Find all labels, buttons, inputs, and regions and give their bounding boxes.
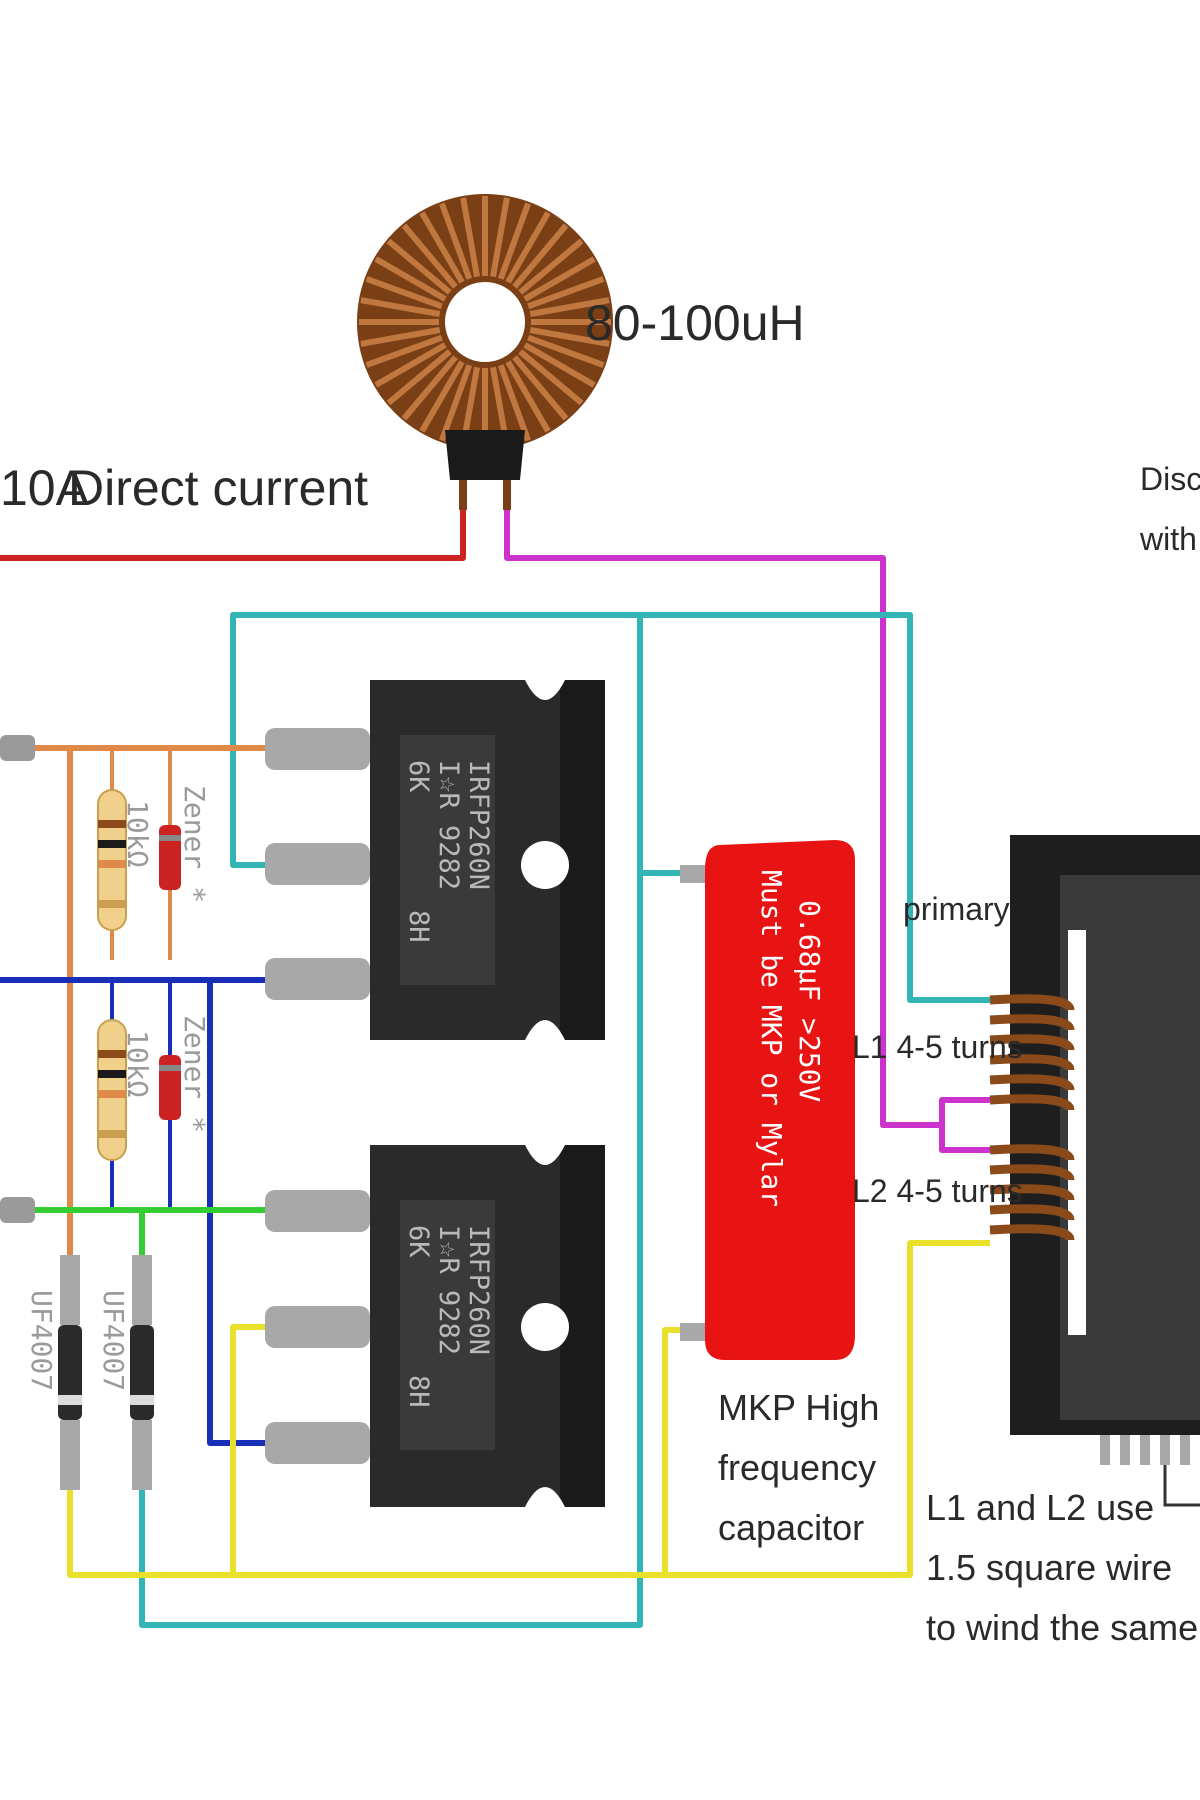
mosfet-bottom-line3: 6K: [403, 1225, 434, 1258]
mosfet-bottom-line1: IRFP260N: [463, 1225, 494, 1355]
mosfet-bottom-line4: 8H: [403, 1375, 434, 1408]
mkp-capacitor: [680, 840, 855, 1360]
blue-wire-down: [207, 980, 265, 1446]
toroid-ridge: [401, 355, 458, 421]
toroid-ridge: [374, 256, 447, 302]
toroid-ridge: [365, 276, 443, 310]
zener-1-label: Zener *: [178, 785, 211, 903]
winding-note-2: 1.5 square wire: [926, 1547, 1172, 1588]
capacitor-value-line: 0.68μF >250V: [793, 900, 826, 1102]
cyan-wire-bus: [139, 615, 643, 1628]
toroid-ridge: [523, 256, 596, 302]
toroid-ridge: [386, 238, 452, 295]
toroid-ridge: [518, 349, 584, 406]
resistor-1: [97, 789, 127, 931]
diode-2-label: UF4007: [97, 1290, 130, 1391]
zener-2: [159, 1055, 181, 1120]
toroid-ridge: [527, 334, 605, 368]
toroid-ridge: [505, 211, 551, 284]
toroid-ridge: [460, 197, 480, 278]
winding-note-1: L1 and L2 use: [926, 1487, 1154, 1528]
supply-current-label: 10A: [0, 460, 90, 516]
mosfet-top-line2: I☆R 9282: [433, 760, 464, 890]
zener-1: [159, 825, 181, 890]
resistor-1-value: 10kΩ: [121, 800, 154, 867]
toroid-ridge: [386, 349, 452, 406]
cyan-wire-top: [230, 612, 990, 1003]
toroid-ridge: [497, 364, 531, 442]
red-wire: [0, 505, 466, 561]
toroid-ridge: [419, 360, 465, 433]
mosfet-bottom: IRFP260N I☆R 9282 6K 8H: [265, 1145, 605, 1507]
l1-turns-label: L1 4-5 turns: [852, 1029, 1023, 1065]
toroid-ridge: [512, 355, 569, 421]
corner-note-2: with: [1139, 521, 1197, 557]
winding-note-3: to wind the same di: [926, 1607, 1200, 1648]
l2-turns-label: L2 4-5 turns: [852, 1173, 1023, 1209]
magenta-wire-2: [939, 1125, 990, 1153]
toroid-ridge: [439, 202, 473, 280]
corner-note-1: Discl: [1140, 461, 1200, 497]
zener-2-label: Zener *: [178, 1015, 211, 1133]
toroid-ridge: [523, 342, 596, 388]
yellow-wire-bottom: [67, 1240, 990, 1578]
mosfet-top-line1: IRFP260N: [463, 760, 494, 890]
capacitor-caption-3: capacitor: [718, 1507, 864, 1548]
diode-2: [130, 1255, 154, 1490]
mosfet-top: IRFP260N I☆R 9282 6K 8H: [265, 680, 605, 1040]
coil-l2: [989, 1144, 1075, 1242]
capacitor-spec-line: Must be MKP or Mylar: [755, 870, 788, 1207]
toroid-ridge: [490, 197, 510, 278]
input-pins: [0, 735, 35, 1223]
coil-l1: [989, 994, 1075, 1112]
toroid-ridge: [360, 327, 441, 347]
yellow-wire-cap: [662, 1327, 700, 1575]
magenta-wire: [504, 505, 990, 1128]
toroid-ridge: [365, 334, 443, 368]
inductor-value-label: 80-100uH: [585, 295, 805, 351]
toroid-ridge: [374, 342, 447, 388]
toroid-ridge: [360, 297, 441, 317]
resistor-2: [97, 1019, 127, 1161]
supply-type-label: Direct current: [68, 460, 368, 516]
mosfet-top-line3: 6K: [403, 760, 434, 793]
primary-label: primary: [903, 891, 1010, 927]
ferrite-transformer: [1010, 835, 1200, 1507]
diode-1: [58, 1255, 82, 1490]
toroid-ridge: [505, 360, 551, 433]
toroid-ridge: [497, 202, 531, 280]
diode-1-label: UF4007: [25, 1290, 58, 1391]
capacitor-caption-2: frequency: [718, 1447, 876, 1488]
mosfet-bottom-line2: I☆R 9282: [433, 1225, 464, 1355]
mosfet-top-line4: 8H: [403, 910, 434, 943]
yellow-wire-src: [230, 1324, 265, 1575]
resistor-2-value: 10kΩ: [121, 1030, 154, 1097]
capacitor-caption-1: MKP High: [718, 1387, 879, 1428]
toroid-ridge: [419, 211, 465, 284]
toroid-ridge: [518, 238, 584, 295]
toroid-ridge: [401, 223, 458, 289]
toroid-ridge: [439, 364, 473, 442]
toroid-ridge: [527, 276, 605, 310]
toroid-ridge: [512, 223, 569, 289]
toroid-ridge: [529, 327, 610, 347]
toroid-ridge: [529, 297, 610, 317]
toroid-inductor: [357, 194, 613, 510]
